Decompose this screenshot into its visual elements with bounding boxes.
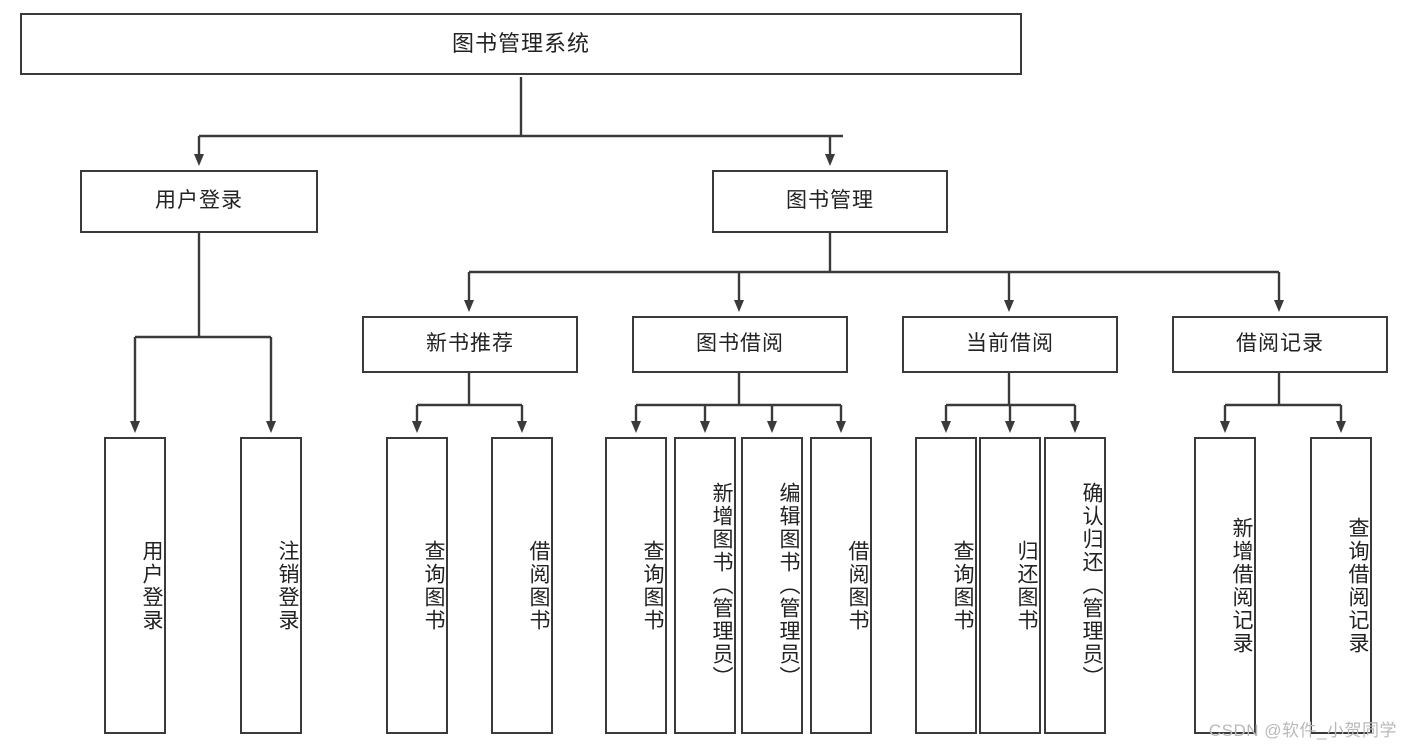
node-label: 当前借阅 xyxy=(966,332,1054,356)
node-label: 注销登录 xyxy=(276,539,299,632)
node-label: 新增借阅记录 xyxy=(1230,516,1253,655)
leaf-query-book-2[interactable]: 查询图书 xyxy=(605,437,667,734)
node-root-system[interactable]: 图书管理系统 xyxy=(20,13,1022,75)
node-borrow-record[interactable]: 借阅记录 xyxy=(1172,316,1388,373)
node-label: 图书管理系统 xyxy=(451,31,590,57)
node-label: 新书推荐 xyxy=(426,332,514,356)
leaf-return-book[interactable]: 归还图书 xyxy=(979,437,1041,734)
watermark-text: CSDN @软件_小贺同学 xyxy=(1208,721,1397,740)
node-label: 图书借阅 xyxy=(696,332,784,356)
node-book-borrow[interactable]: 图书借阅 xyxy=(632,316,848,373)
node-label: 借阅图书 xyxy=(527,539,550,632)
leaf-logout[interactable]: 注销登录 xyxy=(240,437,302,734)
leaf-add-book-admin[interactable]: 新增图书（管理员） xyxy=(674,437,736,734)
node-label: 用户登录 xyxy=(155,189,243,213)
node-current-borrow[interactable]: 当前借阅 xyxy=(902,316,1118,373)
node-label: 编辑图书（管理员） xyxy=(777,482,800,689)
leaf-query-book-1[interactable]: 查询图书 xyxy=(386,437,448,734)
node-label: 查询借阅记录 xyxy=(1346,516,1369,655)
leaf-query-borrow-record[interactable]: 查询借阅记录 xyxy=(1310,437,1372,734)
leaf-query-book-3[interactable]: 查询图书 xyxy=(915,437,977,734)
node-label: 新增图书（管理员） xyxy=(710,482,733,689)
node-label: 归还图书 xyxy=(1015,539,1038,632)
leaf-add-borrow-record[interactable]: 新增借阅记录 xyxy=(1194,437,1256,734)
node-label: 借阅图书 xyxy=(846,539,869,632)
leaf-confirm-return-admin[interactable]: 确认归还（管理员） xyxy=(1044,437,1106,734)
node-new-book-recommendation[interactable]: 新书推荐 xyxy=(362,316,578,373)
node-label: 查询图书 xyxy=(422,539,445,632)
node-label: 用户登录 xyxy=(140,539,163,632)
leaf-borrow-book-2[interactable]: 借阅图书 xyxy=(810,437,872,734)
leaf-edit-book-admin[interactable]: 编辑图书（管理员） xyxy=(741,437,803,734)
node-book-management[interactable]: 图书管理 xyxy=(712,170,948,233)
node-label: 确认归还（管理员） xyxy=(1080,482,1103,689)
node-label: 借阅记录 xyxy=(1236,332,1324,356)
node-user-login[interactable]: 用户登录 xyxy=(80,170,318,233)
node-label: 查询图书 xyxy=(951,539,974,632)
node-label: 图书管理 xyxy=(786,189,874,213)
leaf-borrow-book-1[interactable]: 借阅图书 xyxy=(491,437,553,734)
node-label: 查询图书 xyxy=(641,539,664,632)
leaf-user-login[interactable]: 用户登录 xyxy=(104,437,166,734)
